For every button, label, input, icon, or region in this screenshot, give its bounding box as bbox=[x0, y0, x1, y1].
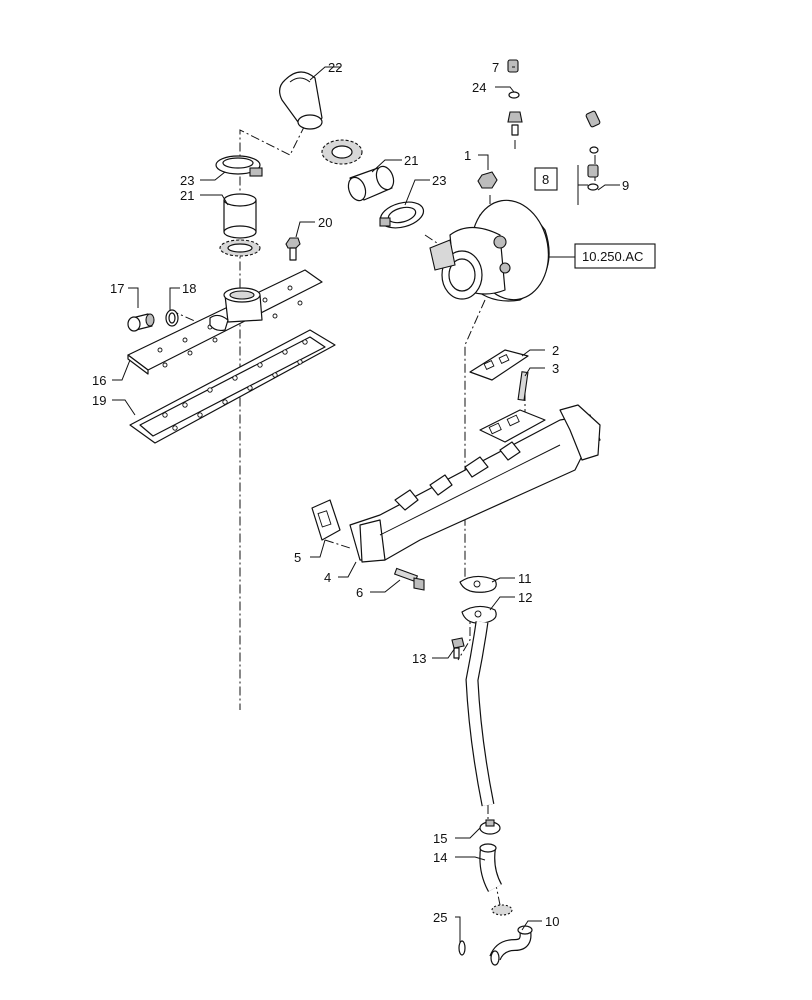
callout-14: 14 bbox=[433, 850, 447, 865]
reference-label[interactable]: 10.250.AC bbox=[582, 249, 643, 264]
callout-24: 24 bbox=[472, 80, 486, 95]
gasket-19 bbox=[129, 329, 336, 444]
o-ring-18 bbox=[165, 309, 179, 327]
callout-10: 10 bbox=[545, 914, 559, 929]
hose-sleeve-21-left bbox=[223, 193, 257, 239]
oil-feed-line bbox=[507, 57, 625, 141]
hose-clamp-23-left bbox=[215, 155, 263, 177]
fitting-upper-9 bbox=[589, 146, 599, 154]
bolt-13 bbox=[451, 637, 465, 659]
callout-20: 20 bbox=[318, 215, 332, 230]
callout-8: 8 bbox=[542, 172, 549, 187]
drain-hose-14 bbox=[479, 843, 503, 892]
upper-clamp-gasket-stack bbox=[321, 139, 363, 165]
fitting-8 bbox=[587, 164, 599, 178]
seal-washer-9 bbox=[587, 183, 599, 191]
gasket-left-stack bbox=[219, 239, 261, 257]
turbocharger bbox=[429, 199, 550, 302]
hose-clamp-23-right bbox=[379, 201, 425, 229]
stud-3 bbox=[517, 371, 529, 401]
gasket-holes bbox=[162, 339, 308, 431]
manifold-gasket-5 bbox=[311, 499, 341, 541]
turbo-gasket-2 bbox=[469, 349, 529, 381]
callout-13: 13 bbox=[412, 651, 426, 666]
callout-11: 11 bbox=[518, 571, 532, 586]
nut-1 bbox=[477, 171, 498, 189]
oil-drain-tube bbox=[465, 621, 495, 807]
elbow-fitting-10 bbox=[489, 925, 533, 966]
callout-1: 1 bbox=[464, 148, 471, 163]
callout-5: 5 bbox=[294, 550, 301, 565]
callout-21-right: 21 bbox=[404, 153, 418, 168]
callout-4: 4 bbox=[324, 570, 331, 585]
callout-9: 9 bbox=[622, 178, 629, 193]
drain-gasket-11 bbox=[459, 575, 497, 593]
cover-plate-holes bbox=[157, 285, 303, 368]
callout-21-left: 21 bbox=[180, 188, 194, 203]
callout-23-right: 23 bbox=[432, 173, 446, 188]
seal-ring-25 bbox=[458, 940, 466, 956]
callout-23-left: 23 bbox=[180, 173, 194, 188]
hose-sleeve-21-right bbox=[347, 165, 395, 202]
reference-box[interactable]: 10.250.AC bbox=[574, 243, 656, 269]
callout-7: 7 bbox=[492, 60, 499, 75]
callout-19: 19 bbox=[92, 393, 106, 408]
leader-lines bbox=[112, 66, 620, 940]
callout-6: 6 bbox=[356, 585, 363, 600]
cover-plate-16 bbox=[127, 269, 323, 375]
gasket-lower bbox=[491, 904, 513, 916]
callout-25: 25 bbox=[433, 910, 447, 925]
exhaust-manifold-4 bbox=[349, 404, 601, 563]
callout-18: 18 bbox=[182, 281, 196, 296]
hose-clamp-15 bbox=[479, 819, 501, 835]
callout-16: 16 bbox=[92, 373, 106, 388]
seal-washer-24 bbox=[508, 91, 520, 99]
callout-12: 12 bbox=[518, 590, 532, 605]
callout-22: 22 bbox=[328, 60, 342, 75]
drain-flange-12 bbox=[461, 605, 497, 624]
bolt-6 bbox=[393, 567, 425, 591]
fitting-24-lower bbox=[507, 111, 523, 136]
boxed-callout-8: 8 bbox=[534, 167, 558, 191]
plug-17 bbox=[127, 313, 155, 332]
callout-15: 15 bbox=[433, 831, 447, 846]
callout-17: 17 bbox=[110, 281, 124, 296]
bolt-20 bbox=[285, 237, 301, 261]
callout-labels: 22 7 24 1 21 23 23 21 20 9 2 3 17 18 16 … bbox=[92, 60, 629, 929]
elbow-hose-22 bbox=[279, 71, 323, 130]
callout-3: 3 bbox=[552, 361, 559, 376]
callout-2: 2 bbox=[552, 343, 559, 358]
